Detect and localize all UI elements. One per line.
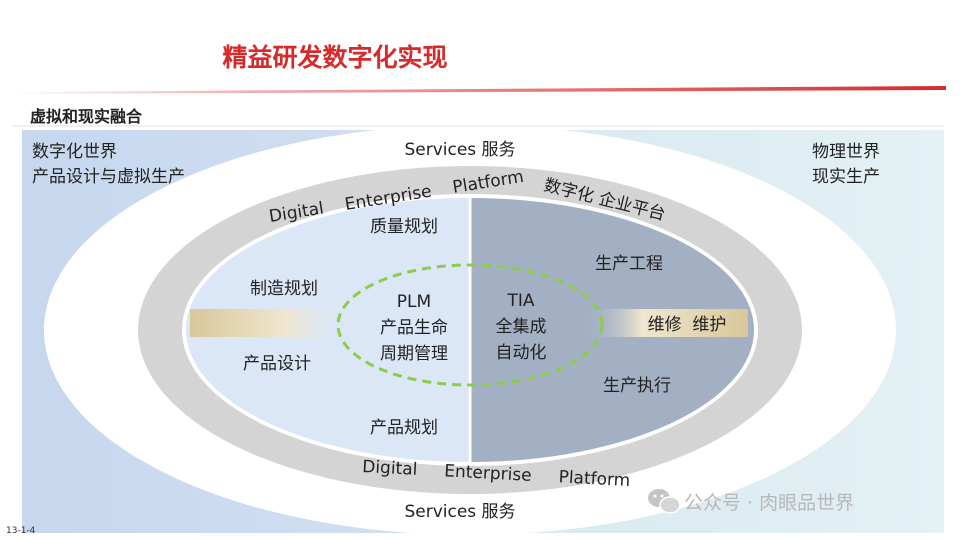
real-production-label: 现实生产 <box>812 167 880 187</box>
manufacturing-planning-label: 制造规划 <box>250 279 318 299</box>
watermark-text: 公众号 · 肉眼品世界 <box>684 492 854 514</box>
services-bottom-label: Services 服务 <box>404 502 515 522</box>
slide-number: 13-1-4 <box>6 526 36 536</box>
plm-desc-line1: 产品生命 <box>380 318 448 338</box>
wechat-icon <box>648 489 681 514</box>
production-engineering-label: 生产工程 <box>595 254 663 274</box>
left-flow-bar <box>190 309 350 337</box>
services-top-label: Services 服务 <box>404 140 515 160</box>
header-red-line <box>10 86 946 94</box>
maintenance-label: 维修 维护 <box>648 315 727 335</box>
tia-label: TIA <box>506 291 534 311</box>
quality-planning-label: 质量规划 <box>370 217 438 237</box>
virtual-production-label: 产品设计与虚拟生产 <box>32 167 185 187</box>
product-planning-label: 产品规划 <box>370 418 438 438</box>
product-design-label: 产品设计 <box>243 354 311 374</box>
tia-desc-line1: 全集成 <box>496 317 547 337</box>
physical-world-label: 物理世界 <box>812 142 880 162</box>
plm-label: PLM <box>397 292 431 312</box>
production-execution-label: 生产执行 <box>603 376 671 396</box>
plm-desc-line2: 周期管理 <box>380 344 448 364</box>
integration-dashed-ellipse <box>336 263 604 387</box>
slide-title: 精益研发数字化实现 <box>222 43 448 72</box>
right-flow-bar <box>585 309 748 337</box>
slide-subtitle: 虚拟和现实融合 <box>30 107 143 126</box>
digital-world-label: 数字化世界 <box>32 142 117 162</box>
tia-desc-line2: 自动化 <box>496 343 547 363</box>
